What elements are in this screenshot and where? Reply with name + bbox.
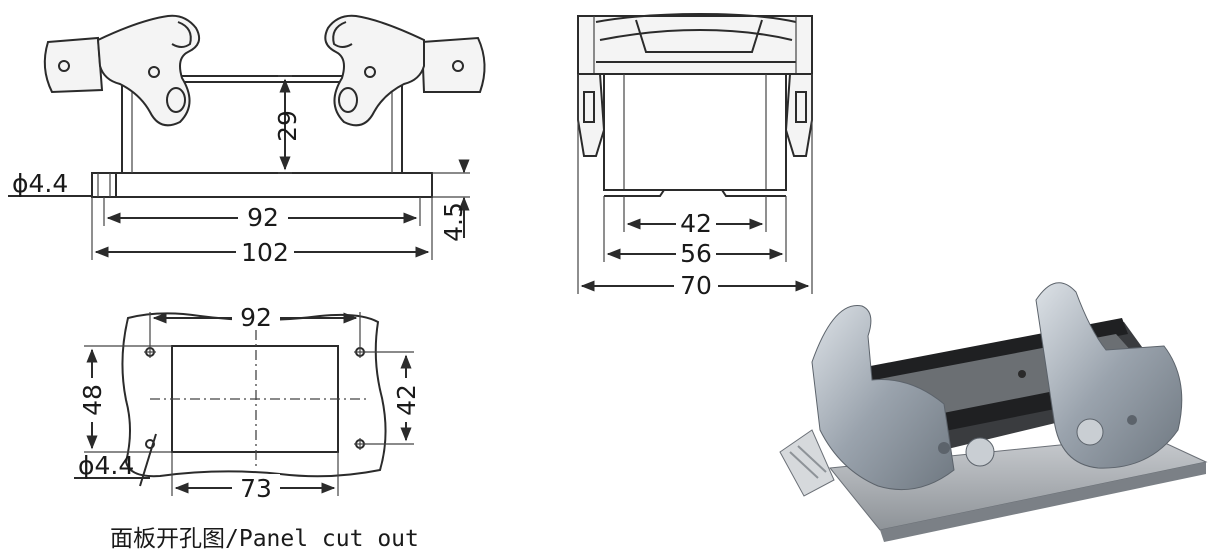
- front-base-flange: [91, 172, 433, 198]
- side-top-frame: [577, 15, 813, 75]
- front-left-ear: [43, 36, 104, 94]
- front-dim-inner-width: 92: [247, 203, 279, 232]
- front-dim-outer-width: 102: [241, 238, 289, 267]
- photo-right-lever: [1035, 282, 1183, 469]
- side-right-clip: [784, 73, 813, 157]
- side-body: [603, 73, 787, 191]
- panel-dim-cutout-width: 73: [240, 474, 272, 503]
- front-dim-base: 4.5: [439, 202, 468, 242]
- panel-hole-bl: [145, 439, 155, 449]
- panel-caption: 面板开孔图/Panel cut out: [110, 526, 419, 552]
- side-view: 42 56 70: [577, 12, 813, 300]
- connector-housing-photo: [779, 282, 1208, 542]
- photo-left-lever: [811, 304, 955, 491]
- side-dim-outer: 70: [680, 271, 712, 300]
- front-dim-height: 29: [273, 110, 302, 142]
- front-view: 29 ϕ4.4 92 102 4.5: [8, 14, 486, 267]
- front-dim-hole: ϕ4.4: [12, 169, 68, 198]
- panel-dim-hole: ϕ4.4: [78, 451, 134, 480]
- side-dim-mid: 56: [680, 239, 712, 268]
- panel-dim-height: 48: [78, 384, 107, 416]
- side-left-clip: [577, 73, 606, 157]
- side-dim-inner: 42: [680, 209, 712, 238]
- panel-cutout-view: 92 48 42 ϕ4.4 73 面板开孔图/Panel cut out: [74, 303, 421, 552]
- panel-dim-hole-spacing: 92: [240, 303, 272, 332]
- front-base-hole: [91, 172, 117, 198]
- panel-dim-vertical-spacing: 42: [392, 384, 421, 416]
